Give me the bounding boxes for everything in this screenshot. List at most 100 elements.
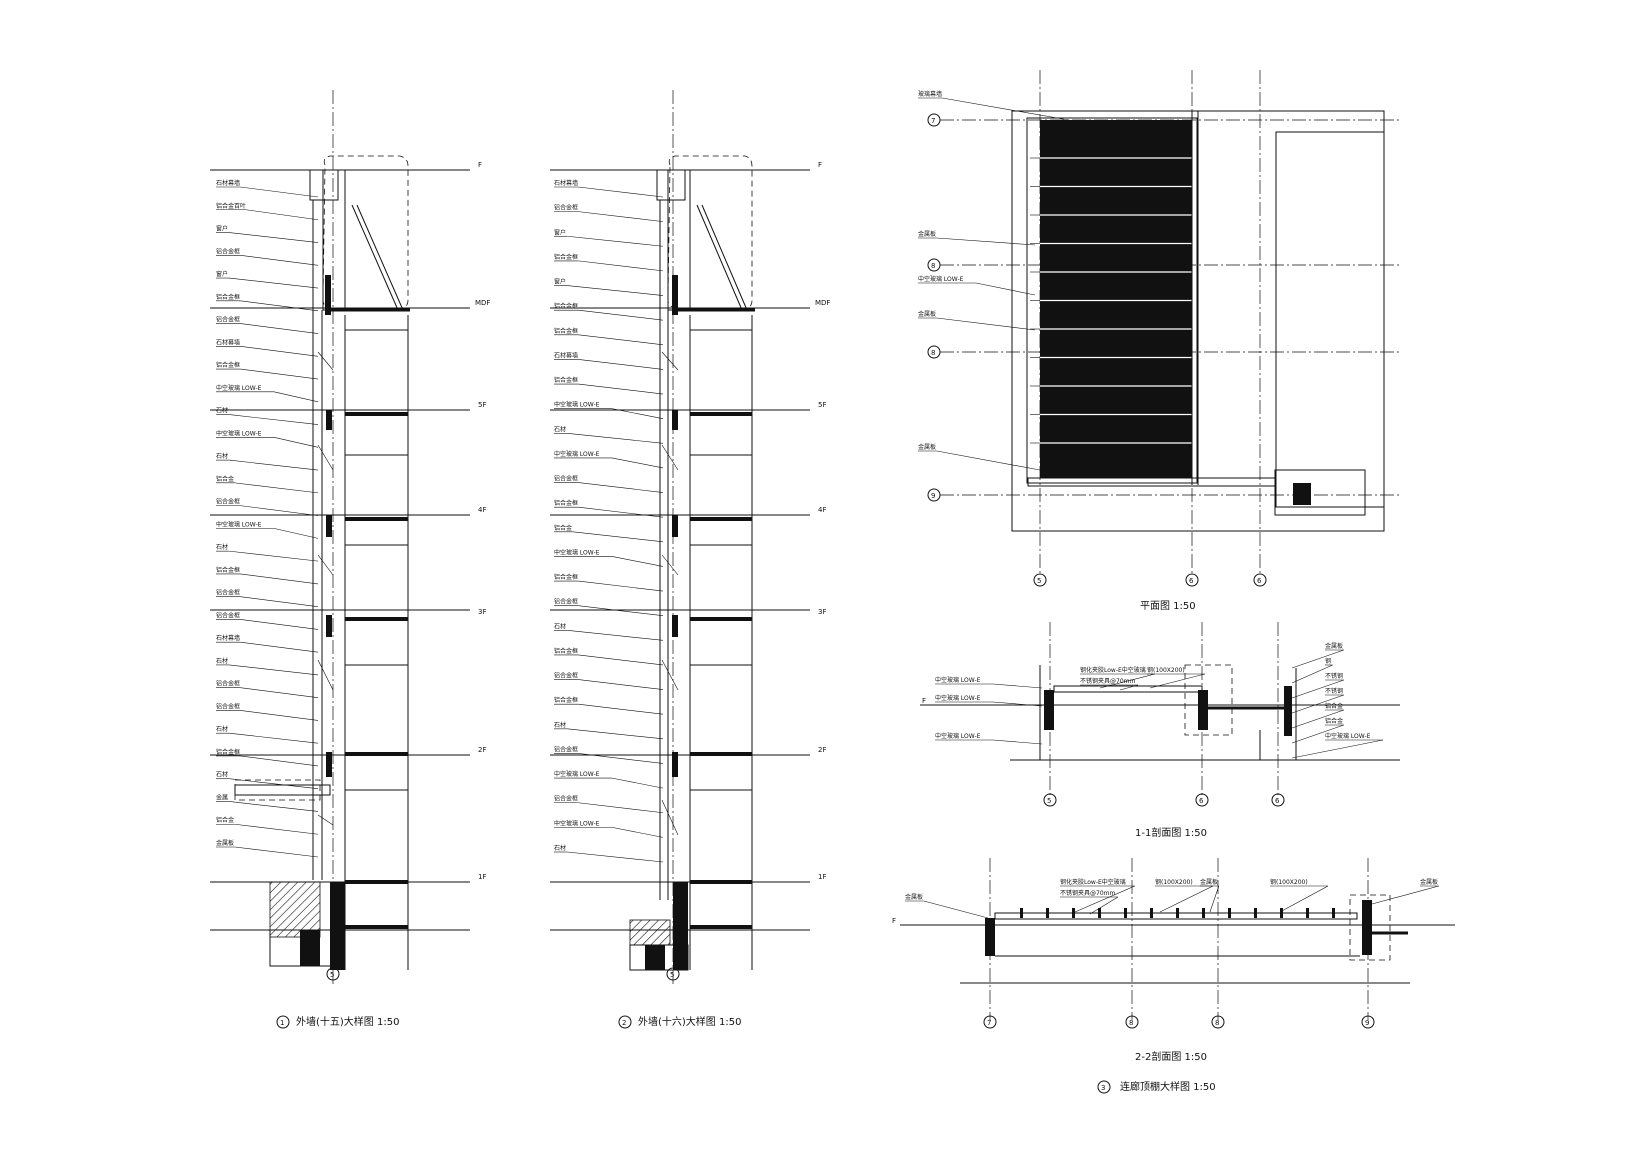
callout-label: 石材幕墙 (554, 351, 578, 359)
leader-line (1291, 694, 1344, 714)
leader-line (578, 679, 664, 690)
leader-line (240, 687, 319, 698)
svg-text:8: 8 (931, 262, 935, 270)
level-tag: F (478, 161, 482, 169)
callout-label: 石材 (216, 771, 228, 779)
svg-text:2: 2 (622, 1019, 626, 1027)
callout: 石材 (216, 407, 319, 425)
callout: 铝合金框 (216, 247, 319, 266)
callout-label: 铝合金框 (216, 293, 240, 301)
leader-line (936, 317, 1036, 331)
wall-body (629, 155, 755, 971)
drawing-title: 1 外墙(十五)大样图 1:50 (276, 1015, 399, 1029)
leader-line (1089, 896, 1119, 915)
callout-label: 不锈钢 (1325, 687, 1343, 695)
callout-label: 中空玻璃 LOW-E (935, 676, 981, 684)
callout: 不锈钢夹具@70mm (1080, 677, 1139, 691)
callout: 铝合金百叶 (216, 202, 319, 221)
level-tag: 4F (818, 506, 826, 514)
svg-text:8: 8 (1129, 1019, 1133, 1027)
callout: 石材幕墙 (216, 179, 319, 198)
svg-text:6: 6 (1257, 577, 1262, 585)
section-1-1: F 中空玻璃 LOW-E中空玻璃 LOW-E中空玻璃 LOW-E钢化夹胶Low-… (920, 622, 1400, 839)
callout-label: 金属板 (918, 230, 936, 238)
svg-text:5: 5 (670, 971, 674, 979)
callout: 石材 (216, 452, 319, 471)
leader-line (578, 334, 664, 346)
callout-label: 玻璃幕墙 (918, 90, 942, 98)
level-tag: F (922, 697, 926, 705)
callout-label: 钢化夹胶Low-E中空玻璃 (1060, 878, 1126, 886)
glass-fin (1228, 908, 1231, 918)
leader-line (229, 550, 319, 562)
callout: 铝合金框 (216, 589, 319, 607)
svg-text:1: 1 (280, 1019, 284, 1027)
glass-fin (1150, 908, 1153, 918)
leader-line (240, 323, 319, 334)
callout: 中空玻璃 LOW-E (935, 732, 1043, 745)
callout: 金属板 (1200, 878, 1220, 913)
leader-line (1149, 673, 1206, 689)
glass-fin (1202, 908, 1205, 918)
leader-line (936, 237, 1036, 246)
level-tag: 2F (818, 746, 826, 754)
grid-bubbles: 5 6 6 7 8 8 9 (927, 113, 1267, 587)
svg-text:8: 8 (931, 349, 935, 357)
leader-line (229, 732, 319, 744)
callout: 中空玻璃 LOW-E (554, 548, 664, 567)
leader-line (611, 827, 664, 838)
callout-label: 钢 (1325, 657, 1331, 665)
callout: 金属板 (216, 839, 319, 858)
callout: 铝合金 (554, 524, 664, 543)
callout: 窗户 (216, 270, 319, 289)
callout-label: 铝合金框 (554, 598, 578, 606)
leader-line (567, 432, 664, 444)
glass-fin (1254, 908, 1257, 918)
wall-section-16: F MDF 5F 4F 3F 2F 1F (550, 90, 830, 1029)
callout: 中空玻璃 LOW-E (554, 450, 664, 469)
leader-line (611, 777, 664, 789)
glass-fin (1098, 908, 1101, 918)
svg-text:8: 8 (1215, 1019, 1219, 1027)
callouts: 中空玻璃 LOW-E中空玻璃 LOW-E中空玻璃 LOW-E钢化夹胶Low-E中… (935, 642, 1384, 759)
leader-line (992, 739, 1043, 745)
leader-line (578, 506, 664, 518)
callout-label: 铝合金 (554, 524, 572, 532)
callout-label: 铝合金框 (216, 566, 240, 574)
callout-label: 窗户 (216, 270, 228, 278)
svg-text:7: 7 (931, 117, 935, 125)
callout: 金属板 (918, 310, 1036, 331)
leader-line (567, 630, 664, 641)
callout: 铝合金框 (554, 647, 664, 666)
drawing-caption: 1-1剖面图 1:50 (1135, 826, 1207, 839)
level-markers: F MDF 5F 4F 3F 2F 1F (815, 161, 830, 881)
wall-body (234, 155, 410, 970)
leader-line (1291, 679, 1344, 699)
drawing-caption: 平面图 1:50 (1140, 600, 1196, 612)
callout: 中空玻璃 LOW-E (1291, 732, 1384, 759)
leader-line (234, 846, 319, 858)
callout-label: 石材幕墙 (554, 179, 578, 187)
callout: 中空玻璃 LOW-E (554, 770, 664, 789)
drawing-caption: 外墙(十五)大样图 1:50 (296, 1015, 399, 1028)
callout-label: 铝合金框 (216, 611, 240, 619)
callout-label: 石材 (554, 622, 566, 630)
callout: 铝合金 (216, 475, 319, 494)
leader-line (240, 505, 319, 516)
callout: 金属板 (918, 443, 1041, 471)
leader-line (1159, 885, 1214, 913)
callout: 铝合金框 (554, 696, 664, 715)
callout-label: 不锈钢夹具@70mm (1060, 889, 1115, 897)
callout: 铝合金框 (216, 680, 319, 698)
leader-line (273, 437, 319, 448)
leader-line (229, 664, 319, 676)
leader-line (234, 482, 319, 494)
leader-line (578, 703, 664, 715)
leader-line (245, 209, 319, 221)
callout: 中空玻璃 LOW-E (216, 384, 319, 403)
callout-label: 钢(100X200) (1155, 878, 1193, 886)
axis-bubble: 5 (326, 967, 340, 981)
svg-text:3: 3 (1101, 1084, 1105, 1092)
callout-label: 石材 (216, 452, 228, 460)
callout: 钢(100X200) (1270, 878, 1329, 913)
